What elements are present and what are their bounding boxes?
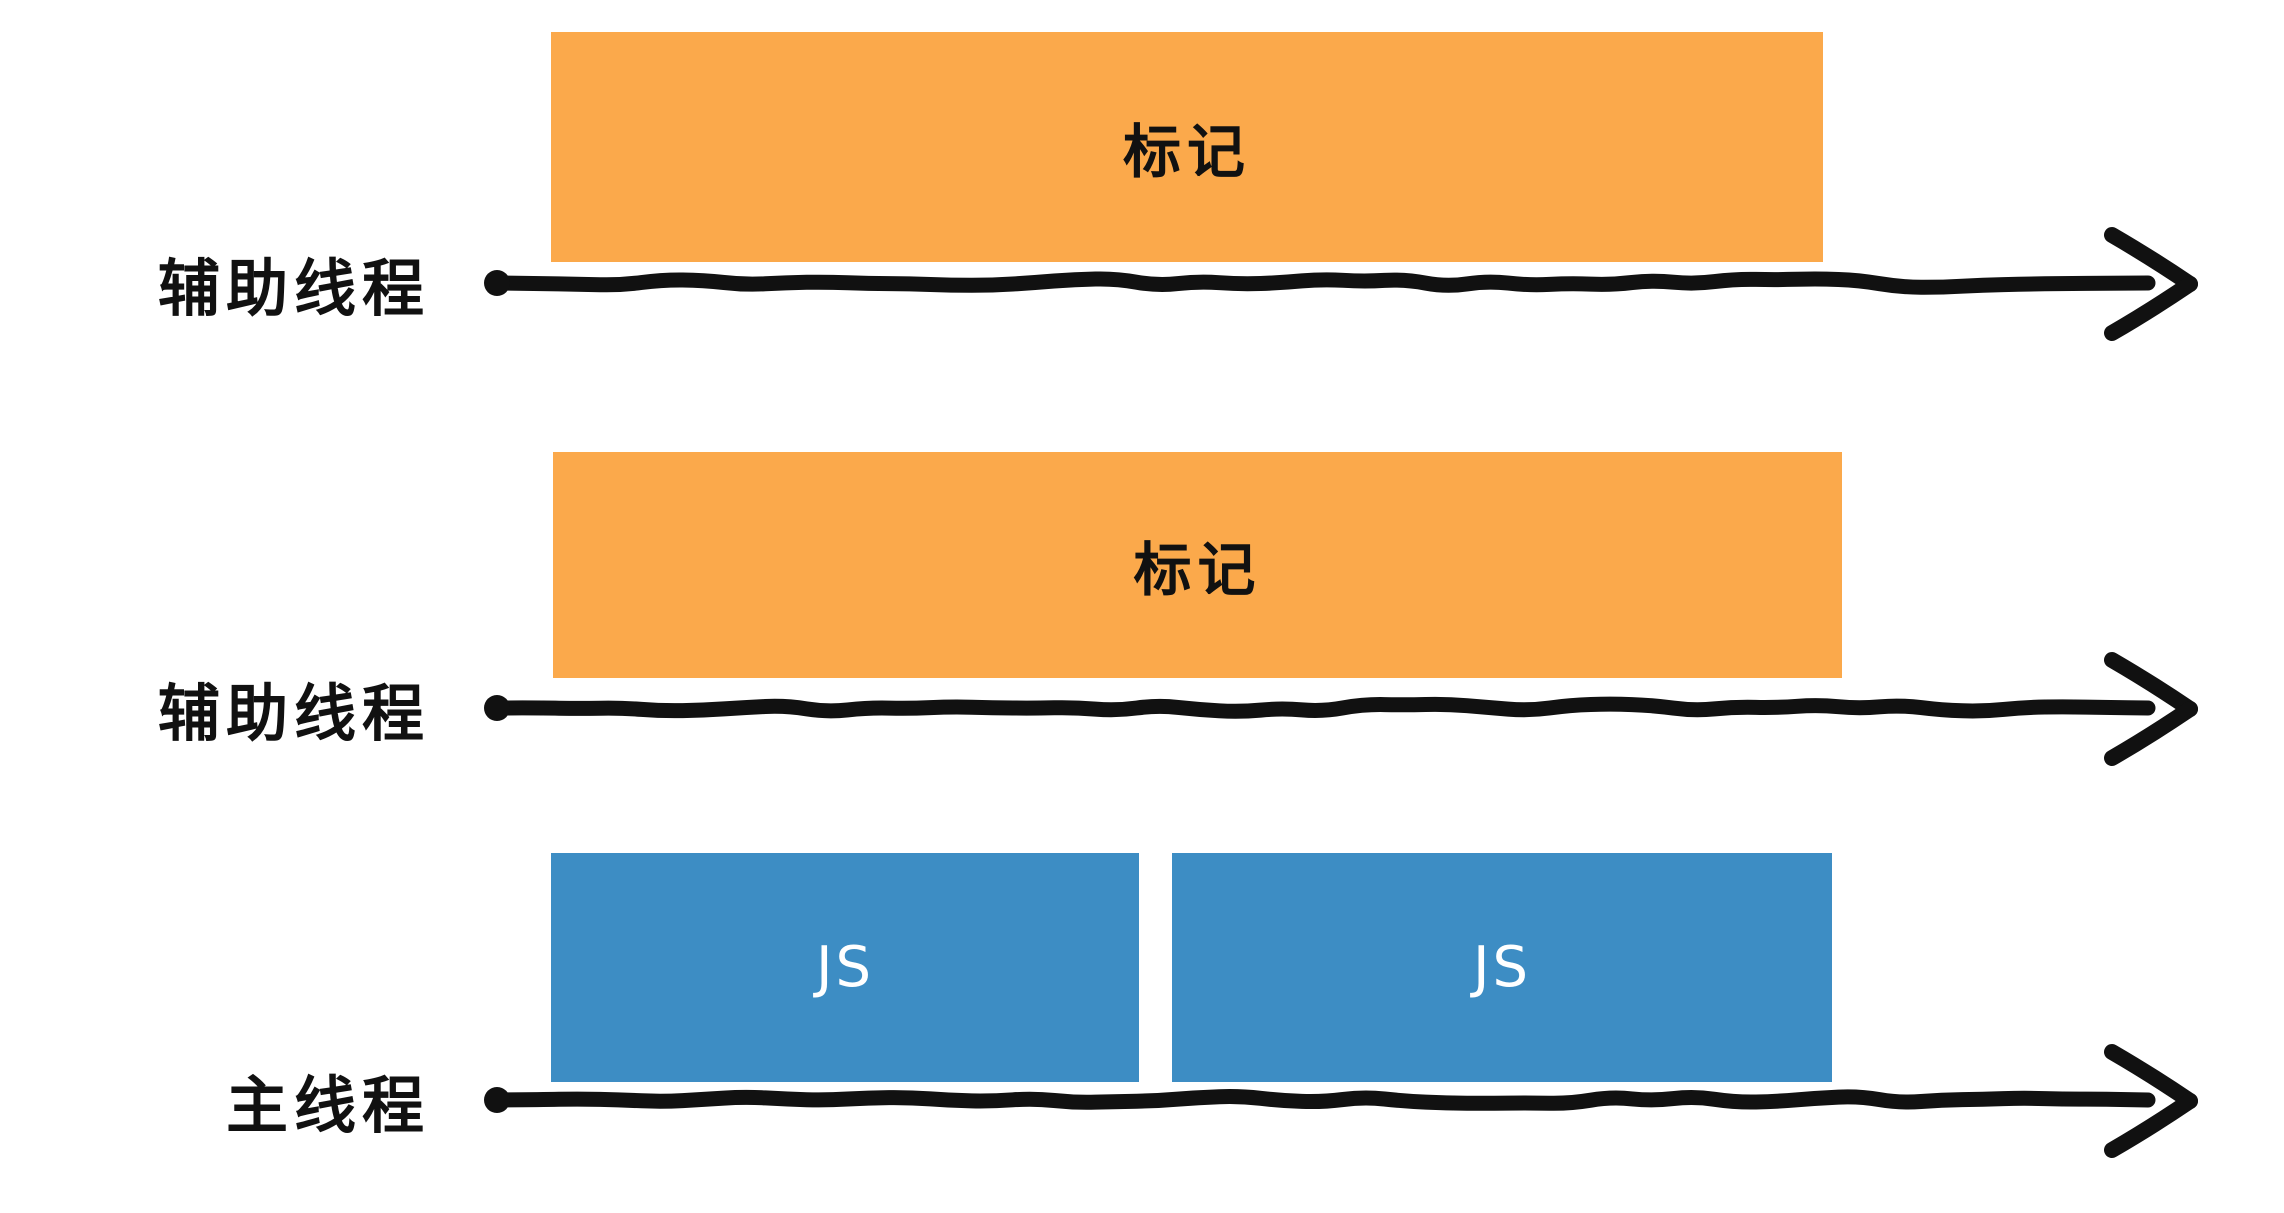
arrowhead-lower-barb — [2104, 1093, 2198, 1158]
axis-shaft — [489, 271, 2156, 295]
arrowhead-upper-barb — [2104, 652, 2198, 717]
arrowhead-lower-barb — [2104, 701, 2198, 766]
track-label-worker-thread-1: 辅助线程 — [157, 252, 430, 325]
task-block-main-js-2[interactable]: JS — [1172, 853, 1832, 1082]
task-block-label: JS — [815, 935, 875, 1000]
track-label-main-thread: 主线程 — [225, 1069, 430, 1142]
arrowhead-upper-barb — [2104, 227, 2198, 292]
track-label-worker-thread-2: 辅助线程 — [157, 677, 430, 750]
task-block-main-js-1[interactable]: JS — [551, 853, 1139, 1082]
task-block-worker-2-task[interactable]: 标记 — [553, 452, 1842, 678]
axis-shaft — [489, 1089, 2156, 1111]
task-block-label: 标记 — [1122, 118, 1251, 186]
axis-start-cap — [484, 1087, 510, 1113]
axis-start-cap — [484, 270, 510, 296]
task-block-label: JS — [1472, 935, 1532, 1000]
arrowhead-lower-barb — [2104, 276, 2198, 341]
axis-start-cap — [484, 695, 510, 721]
task-block-worker-1-task[interactable]: 标记 — [551, 32, 1823, 262]
task-block-label: 标记 — [1133, 536, 1262, 604]
axis-shaft — [489, 696, 2156, 719]
arrowhead-upper-barb — [2104, 1044, 2198, 1109]
